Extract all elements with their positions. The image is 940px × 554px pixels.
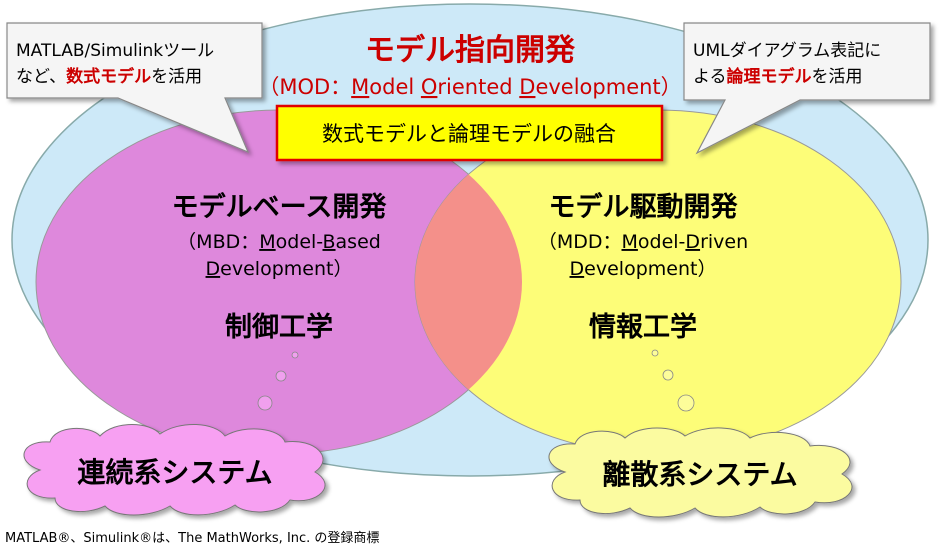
left-callout-line1: MATLAB/Simulinkツール: [16, 41, 214, 61]
mdd-title: モデル駆動開発: [549, 191, 739, 223]
mbd-title: モデルベース開発: [172, 191, 388, 223]
thought-dots-left: [257, 351, 299, 411]
mdd-subtitle-line2: Development）: [570, 258, 717, 280]
thought-dots-right: [651, 349, 695, 412]
trademark-footnote: MATLAB®、Simulink®は、The MathWorks, Inc. の…: [5, 531, 379, 546]
mdd-field: 情報工学: [589, 311, 697, 343]
mbd-subtitle-line2: Development）: [206, 258, 353, 280]
fusion-label: 数式モデルと論理モデルの融合: [322, 122, 616, 146]
mbd-subtitle-line1: （MBD：Model-Based: [177, 231, 381, 253]
mod-title: モデル指向開発: [365, 33, 576, 68]
continuous-system-label: 連続系システム: [77, 456, 272, 489]
cloud-discrete: [548, 427, 853, 518]
mbd-field: 制御工学: [225, 311, 333, 343]
mdd-subtitle-line1: （MDD：Model-Driven: [538, 231, 748, 253]
fusion-box: [275, 104, 664, 162]
left-callout: [6, 22, 263, 154]
right-callout: [683, 22, 931, 155]
cloud-continuous: [23, 423, 326, 516]
mod-subtitle: （MOD：Model Oriented Development）: [258, 75, 681, 99]
right-callout-line1: UMLダイアグラム表記に: [693, 41, 881, 61]
discrete-system-label: 離散系システム: [602, 458, 797, 491]
right-callout-line2: よる論理モデルを活用: [693, 66, 863, 87]
left-callout-line2: など、数式モデルを活用: [16, 66, 202, 87]
